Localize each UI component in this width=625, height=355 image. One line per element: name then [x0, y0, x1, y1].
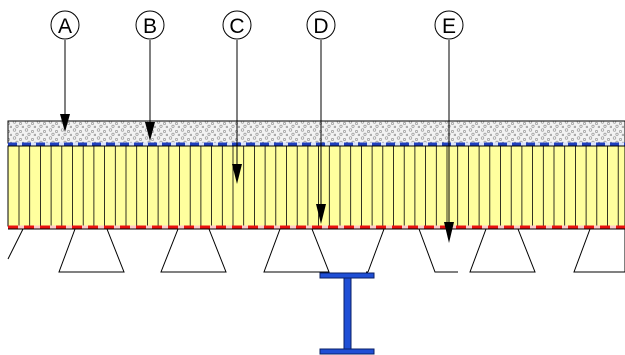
callout-circle-icon — [434, 10, 464, 40]
steel-deck-profile — [7, 228, 625, 273]
steel-deck-profile-right — [366, 228, 458, 273]
gravel-layer — [7, 120, 625, 144]
callout-circle-icon — [306, 10, 336, 40]
callout-circle-icon — [222, 10, 252, 40]
callout-a: A — [50, 10, 80, 132]
callout-e: E — [434, 10, 464, 243]
callout-d: D — [306, 10, 336, 224]
arrow-head-icon — [60, 114, 70, 132]
callout-e-label: E — [442, 15, 456, 38]
callout-circle-icon — [135, 10, 165, 40]
callout-b-label: B — [143, 15, 157, 38]
arrow-head-icon — [145, 122, 155, 141]
i-beam-icon — [319, 272, 375, 355]
arrow-head-icon — [444, 222, 454, 243]
callout-c: C — [222, 10, 252, 184]
insulation-board-joints — [18, 146, 619, 226]
callout-b: B — [135, 10, 165, 141]
arrow-head-icon — [232, 164, 242, 184]
callout-d-label: D — [313, 15, 328, 38]
callout-circle-icon — [50, 10, 80, 40]
callout-c-label: C — [229, 15, 244, 38]
arrow-head-icon — [316, 204, 326, 224]
callout-a-label: A — [58, 15, 72, 38]
